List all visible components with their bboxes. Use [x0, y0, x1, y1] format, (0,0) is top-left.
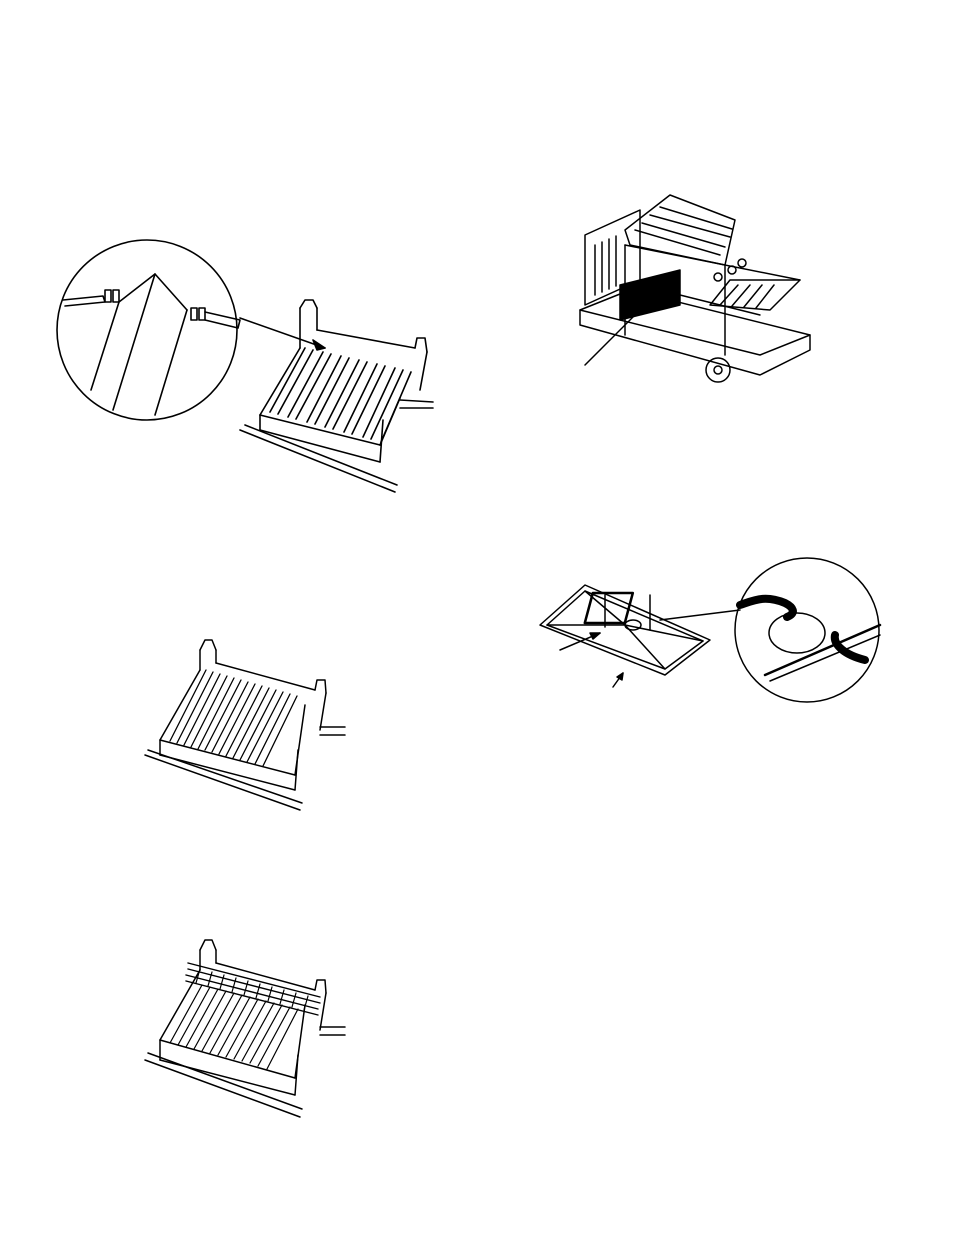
drip-pan-figure — [535, 555, 885, 710]
burner-detail-figure — [55, 230, 445, 500]
flame-tamer-bars-under-grate — [170, 985, 298, 1069]
flame-tamer-figure — [140, 635, 360, 820]
right-shelf-slats — [720, 285, 774, 308]
left-shelf-slats — [595, 236, 616, 295]
lid-slats — [635, 207, 732, 255]
grill-overview-figure — [560, 185, 820, 415]
flame-tamer-bars — [170, 670, 297, 766]
drip-pan-magnifier — [735, 558, 879, 702]
magnifier-circle — [57, 240, 237, 420]
cooking-grates-figure — [140, 935, 360, 1125]
